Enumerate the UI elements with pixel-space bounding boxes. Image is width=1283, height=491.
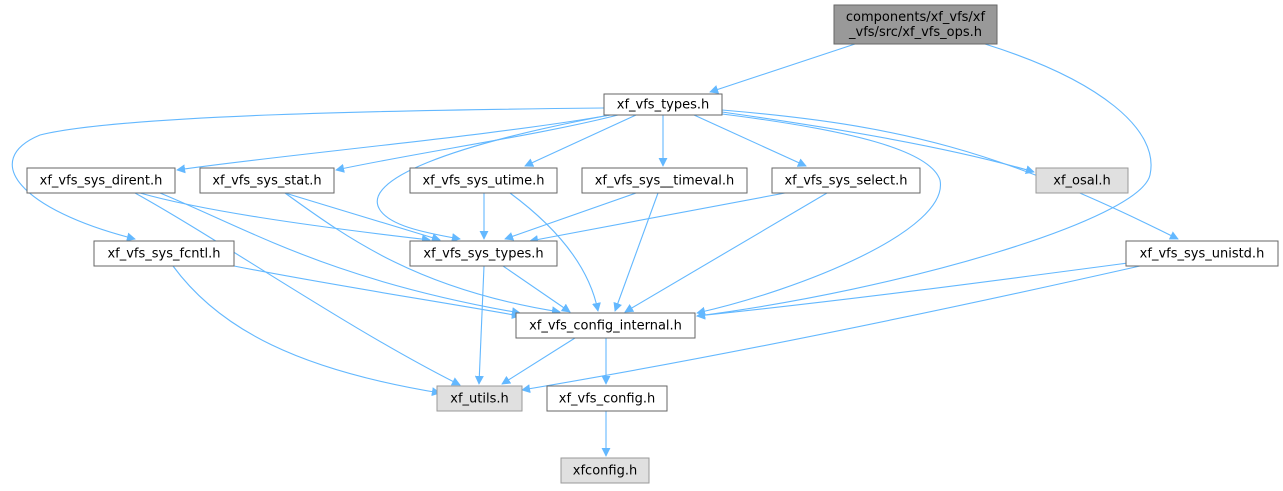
node-xfcfg-box [560,457,650,484]
edge-unistd-to-utils [521,265,1141,394]
node-fcntl-box [93,240,235,267]
node-osal[interactable]: xf_osal.h [1035,167,1129,194]
node-fcntl-label-0: xf_vfs_sys_fcntl.h [107,247,220,262]
edge-select-to-systypes [529,192,786,244]
node-utime-label-0: xf_vfs_sys_utime.h [422,174,544,189]
node-xfcfg-label-0: xfconfig.h [573,464,637,479]
edge-types-to-unistd [721,109,1179,240]
nodes-layer: components/xf_vfs/xf_vfs/src/xf_vfs_ops.… [26,4,1279,484]
edge-types-to-systypes [376,114,611,243]
node-dirent-label-0: xf_vfs_sys_dirent.h [40,174,163,189]
node-select-box [771,167,921,194]
node-unistd-label-0: xf_vfs_sys_unistd.h [1140,247,1265,262]
node-timeval-box [581,167,748,194]
node-stat[interactable]: xf_vfs_sys_stat.h [199,167,335,194]
edge-unistd-to-cfgint [696,262,1129,320]
node-utils-box [436,385,523,412]
node-types-box [603,93,723,116]
node-utils[interactable]: xf_utils.h [436,385,523,412]
node-vfscfg[interactable]: xf_vfs_config.h [546,385,668,412]
node-xfcfg[interactable]: xfconfig.h [560,457,650,484]
node-select-label-0: xf_vfs_sys_select.h [784,174,907,189]
edge-utime-to-cfgint [509,192,601,312]
node-unistd-box [1125,240,1279,267]
node-ops-box [833,4,998,45]
node-osal-box [1035,167,1129,194]
node-select[interactable]: xf_vfs_sys_select.h [771,167,921,194]
edge-timeval-to-systypes [504,192,637,241]
edge-stat-to-cfgint [284,192,561,316]
edge-types-to-stat [335,114,619,173]
node-ops[interactable]: components/xf_vfs/xf_vfs/src/xf_vfs_ops.… [833,4,998,45]
edge-ops-to-cfgint [696,43,1152,320]
edge-types-to-select [693,114,807,167]
node-types-label-0: xf_vfs_types.h [617,98,710,113]
node-utime[interactable]: xf_vfs_sys_utime.h [409,167,558,194]
node-osal-label-0: xf_osal.h [1053,174,1110,189]
edge-dirent-to-systypes [139,192,431,244]
edge-types-to-dirent [176,114,611,174]
node-cfgint[interactable]: xf_vfs_config_internal.h [515,312,696,339]
edges-layer [11,43,1179,457]
edge-select-to-cfgint [624,192,828,313]
edge-fcntl-to-utils [172,265,441,397]
edge-systypes-to-cfgint [502,265,571,313]
node-types[interactable]: xf_vfs_types.h [603,93,723,116]
edge-systypes-to-utils [474,265,485,385]
node-vfscfg-box [546,385,668,412]
edge-dirent-to-utils [134,192,461,386]
edge-cfgint-to-utils [501,337,576,385]
node-timeval[interactable]: xf_vfs_sys__timeval.h [581,167,748,194]
node-fcntl[interactable]: xf_vfs_sys_fcntl.h [93,240,235,267]
edge-types-to-utime [524,114,637,167]
node-cfgint-box [515,312,696,339]
node-systypes-box [409,240,558,267]
node-systypes[interactable]: xf_vfs_sys_types.h [409,240,558,267]
node-stat-label-0: xf_vfs_sys_stat.h [212,174,321,189]
node-cfgint-label-0: xf_vfs_config_internal.h [529,319,682,334]
edge-timeval-to-cfgint [613,192,659,312]
node-vfscfg-label-0: xf_vfs_config.h [559,392,655,407]
node-dirent[interactable]: xf_vfs_sys_dirent.h [26,167,176,194]
node-stat-box [199,167,335,194]
node-timeval-label-0: xf_vfs_sys__timeval.h [595,174,735,189]
edge-types-to-cfgint [696,113,941,316]
node-ops-label-1: _vfs/src/xf_vfs_ops.h [848,25,982,40]
edge-types-to-fcntl [11,107,605,242]
node-systypes-label-0: xf_vfs_sys_types.h [423,247,543,262]
edge-dirent-to-cfgint [159,192,521,317]
node-utime-box [409,167,558,194]
node-dirent-box [26,167,176,194]
node-utils-label-0: xf_utils.h [450,392,508,407]
node-ops-label-0: components/xf_vfs/xf [846,10,986,25]
node-unistd[interactable]: xf_vfs_sys_unistd.h [1125,240,1279,267]
edge-ops-to-types [709,43,856,94]
edge-fcntl-to-cfgint [233,265,521,320]
edge-stat-to-systypes [284,192,441,242]
